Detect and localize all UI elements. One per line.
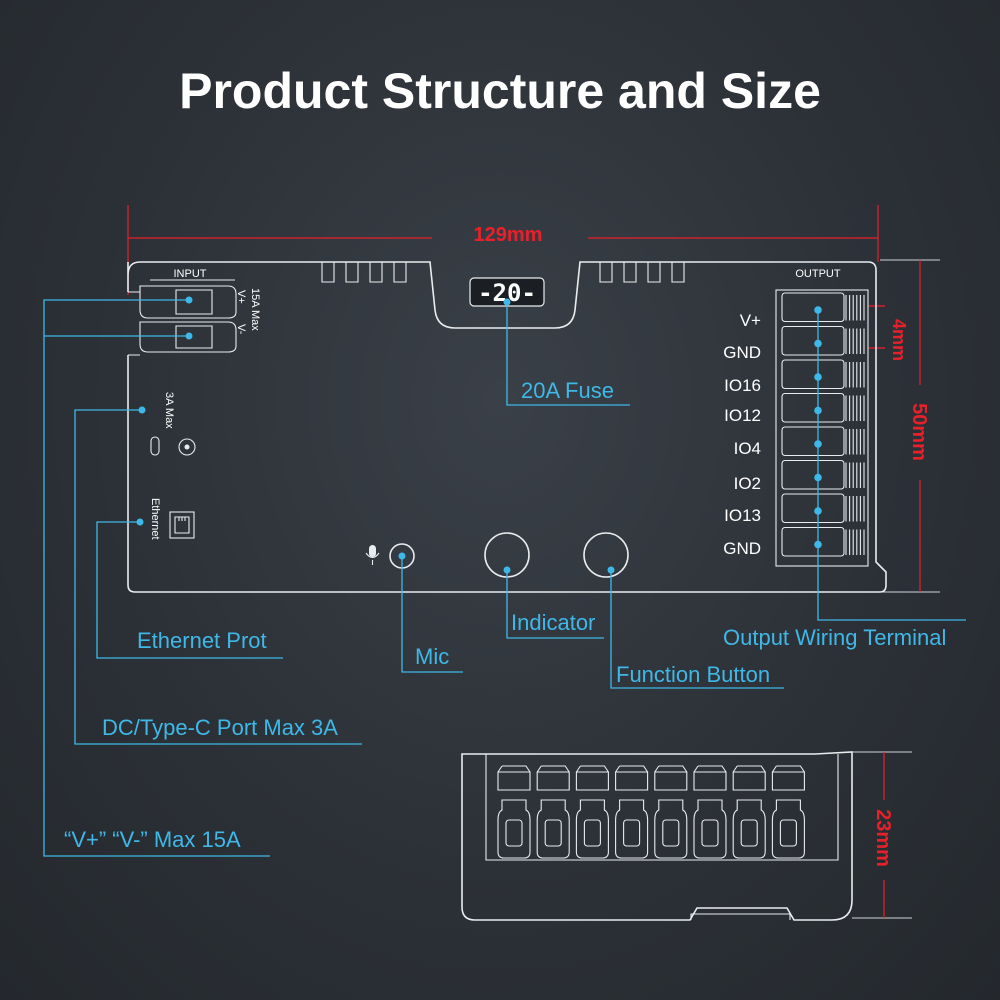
v-plus-label: V+ bbox=[235, 290, 247, 304]
vent-slots-left bbox=[321, 262, 407, 283]
output-terminal-slot bbox=[781, 426, 865, 457]
terminal-label: IO16 bbox=[724, 376, 761, 395]
side-terminal-slot bbox=[497, 765, 531, 859]
ethernet-callout-label: Ethernet Prot bbox=[137, 628, 267, 653]
indicator-callout-label: Indicator bbox=[511, 610, 595, 635]
callout-function-button: Function Button bbox=[607, 566, 784, 689]
dc-port-callout-label: DC/Type-C Port Max 3A bbox=[102, 715, 338, 740]
terminal-label: V+ bbox=[740, 311, 761, 330]
width-dimension: 129mm bbox=[127, 205, 879, 295]
terminal-label: IO13 bbox=[724, 506, 761, 525]
output-terminal-slot bbox=[781, 292, 865, 323]
type-c-port bbox=[150, 436, 160, 456]
ethernet-label: Ethernet bbox=[149, 498, 161, 540]
dc-max-label: 3A Max bbox=[163, 392, 175, 429]
pitch-label: 4mm bbox=[889, 319, 909, 361]
terminal-label-group: V+ GND IO16 IO12 IO4 IO2 IO13 GND bbox=[723, 311, 761, 558]
v-minus-label: V- bbox=[235, 324, 247, 335]
output-terminal-slot bbox=[781, 526, 865, 557]
side-terminal-slot bbox=[771, 765, 805, 859]
width-label: 129mm bbox=[474, 224, 543, 246]
mic-icon bbox=[365, 545, 380, 565]
mic-callout-label: Mic bbox=[415, 644, 449, 669]
side-terminal-slot bbox=[615, 765, 649, 859]
side-terminal-slot bbox=[693, 765, 727, 859]
height-dimension: 50mm bbox=[880, 259, 940, 593]
terminal-label: IO2 bbox=[734, 474, 761, 493]
callout-ethernet: Ethernet Prot bbox=[96, 518, 283, 659]
callout-fuse: 20A Fuse bbox=[503, 298, 630, 406]
function-button bbox=[583, 532, 629, 578]
vent-slots-right bbox=[599, 262, 685, 283]
side-terminal-slot bbox=[575, 765, 609, 859]
side-terminal-slot bbox=[536, 765, 570, 859]
side-terminal-slot bbox=[654, 765, 688, 859]
function-button-callout-label: Function Button bbox=[616, 662, 770, 687]
input-terminal-block bbox=[139, 285, 237, 353]
terminal-label: GND bbox=[723, 343, 761, 362]
output-terminal-slot bbox=[781, 459, 865, 490]
terminal-label: IO12 bbox=[724, 406, 761, 425]
output-terminal-slot bbox=[781, 392, 865, 423]
callout-dc-port: DC/Type-C Port Max 3A bbox=[74, 406, 362, 745]
ethernet-port bbox=[169, 511, 195, 539]
callout-power-input: “V+” “V-” Max 15A bbox=[43, 296, 270, 857]
terminal-label: IO4 bbox=[734, 439, 761, 458]
output-terminal-block bbox=[775, 289, 869, 567]
side-terminal-slot bbox=[732, 765, 766, 859]
fuse-display: -20- bbox=[469, 277, 545, 307]
page-title: Product Structure and Size bbox=[179, 63, 821, 119]
input-max-label: 15A Max bbox=[249, 288, 261, 331]
output-terminal-slot bbox=[781, 359, 865, 390]
input-label: INPUT bbox=[174, 268, 207, 280]
depth-label: 23mm bbox=[872, 809, 894, 867]
board-side-view bbox=[461, 751, 853, 921]
callout-output-terminal: Output Wiring Terminal bbox=[723, 306, 966, 650]
terminal-label: GND bbox=[723, 539, 761, 558]
output-terminal-slot bbox=[781, 325, 865, 356]
callout-mic: Mic bbox=[398, 552, 463, 673]
dc-jack bbox=[178, 438, 196, 456]
power-input-callout-label: “V+” “V-” Max 15A bbox=[64, 827, 241, 852]
pitch-dimension: 4mm bbox=[868, 305, 909, 361]
output-terminal-callout-label: Output Wiring Terminal bbox=[723, 625, 946, 650]
fuse-callout-label: 20A Fuse bbox=[521, 378, 614, 403]
height-label: 50mm bbox=[908, 403, 930, 461]
output-label: OUTPUT bbox=[795, 268, 841, 280]
depth-dimension: 23mm bbox=[852, 751, 912, 919]
callout-indicator: Indicator bbox=[503, 566, 604, 639]
board-top-view: -20- INPUT V+ V- 15A Max 3A Max Ethernet bbox=[127, 261, 887, 593]
output-terminal-slot bbox=[781, 493, 865, 524]
